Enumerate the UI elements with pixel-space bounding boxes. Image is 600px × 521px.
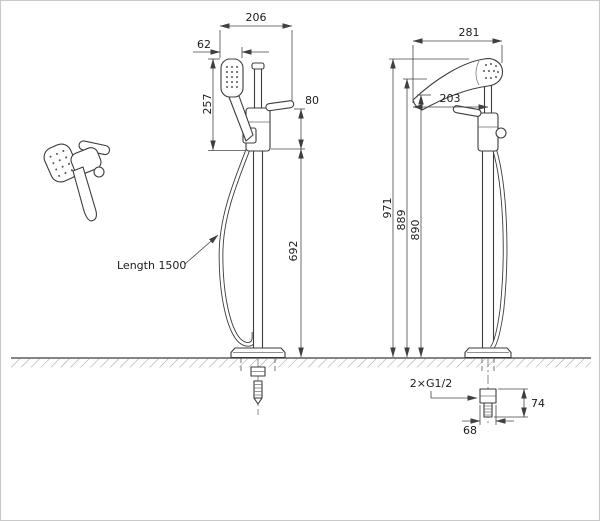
dim-label-tail-length: 74 [531, 397, 545, 410]
dim-label-height-a: 889 [395, 210, 408, 231]
dim-label-spout-reach: 203 [440, 92, 461, 105]
dim-label-handset-height: 257 [201, 94, 214, 115]
diverter-knob [495, 127, 507, 139]
floor-fixing-front [240, 358, 276, 415]
riser-column-side [481, 150, 495, 349]
riser-top [253, 68, 263, 109]
ground-hatch-band [11, 358, 591, 368]
dim-label-lever-offset: 80 [305, 94, 319, 107]
floor-connection-side [479, 358, 497, 425]
spray-face-dots-side [483, 63, 499, 79]
outlet-detail [93, 166, 105, 178]
dim-label-tail-spacing: 68 [463, 424, 477, 437]
dim-label-connection-thread: 2×G1/2 [410, 377, 452, 390]
handshower-grip-detail [72, 166, 97, 222]
mixer-lever [265, 100, 295, 112]
dim-label-height-b: 890 [409, 220, 422, 241]
detail-view-handshower [43, 140, 111, 222]
mixer-body-detail [70, 147, 102, 175]
spray-face-dots-front [226, 66, 238, 88]
dim-label-total-height: 971 [381, 198, 394, 219]
ground-hatch [11, 357, 591, 368]
riser-column [252, 150, 264, 349]
dimension-annotations-front: 206 62 257 80 692 Length 1500 [117, 11, 319, 358]
dimension-annotations-side: 281 203 971 889 890 [381, 26, 503, 358]
dim-label-hose-length: Length 1500 [117, 259, 186, 272]
fixing-stud [253, 380, 263, 399]
dim-label-side-reach: 281 [459, 26, 480, 39]
dim-label-front-width: 206 [246, 11, 267, 24]
front-view-mixer [218, 58, 295, 415]
side-view-mixer [412, 58, 512, 425]
dim-label-handset-width: 62 [197, 38, 211, 51]
spout-neck [483, 84, 493, 116]
dimension-annotations-connection: 2×G1/2 68 74 [410, 377, 545, 437]
riser-cap [251, 62, 265, 70]
spray-face-dots [49, 150, 73, 177]
dim-label-spout-floor-height: 692 [287, 241, 300, 262]
mixer-body-side [477, 112, 499, 152]
connection-tail [483, 402, 493, 418]
stud-tip [253, 397, 263, 405]
